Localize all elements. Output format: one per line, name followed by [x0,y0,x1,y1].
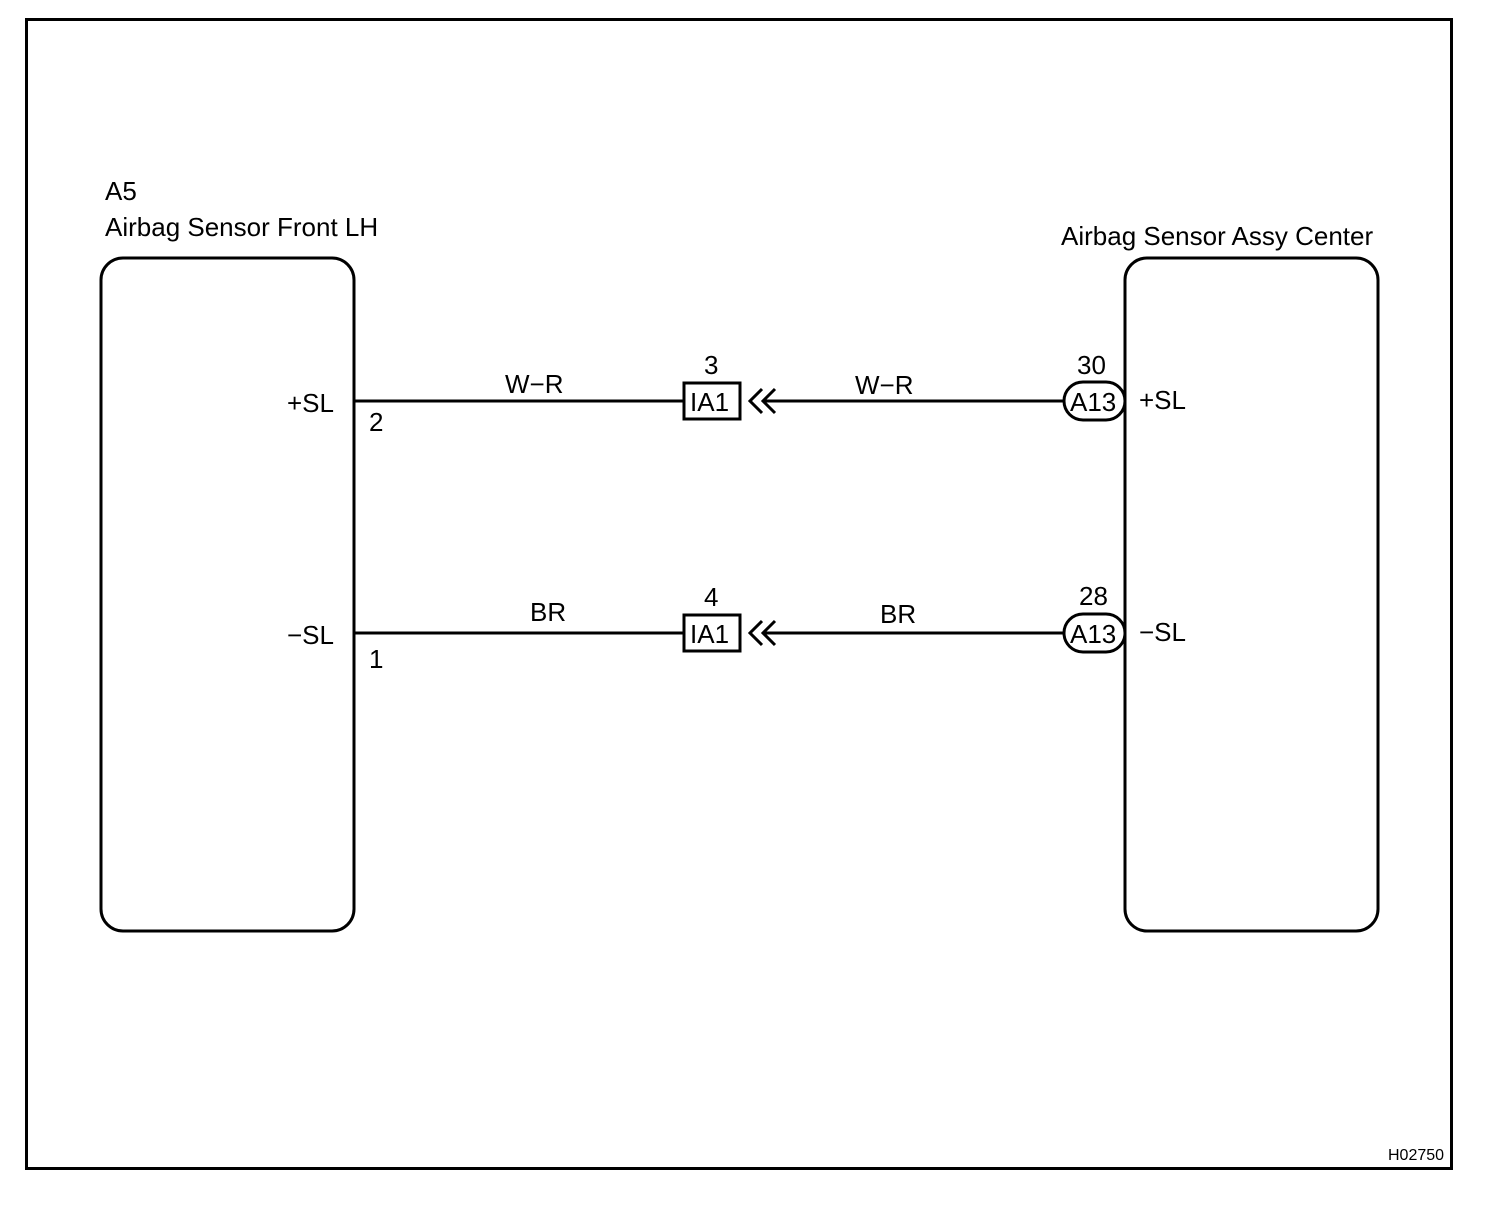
right-component-box [1123,256,1380,933]
chevron-icon [760,619,777,647]
figure-code: H02750 [1388,1147,1445,1164]
wire-color-right-1: W−R [855,370,914,400]
right-component-name: Airbag Sensor Assy Center [1061,221,1374,251]
right-pin-number-1: 30 [1077,350,1106,380]
junction-connector-code-2: IA1 [690,619,730,649]
junction-connector-code-1: IA1 [690,387,730,417]
left-component-name: Airbag Sensor Front LH [105,212,379,242]
right-pin-label-1: +SL [1139,385,1186,415]
chevron-icon [747,387,764,415]
chevron-icon [747,619,764,647]
left-component-box [99,256,356,933]
right-pin-label-2: −SL [1139,617,1186,647]
junction-pin-number-1: 3 [704,350,719,380]
left-pin-label-1: +SL [287,388,334,418]
left-pin-number-1: 2 [369,407,384,437]
junction-connector-box-1 [682,381,742,421]
left-pin-label-2: −SL [287,620,334,650]
junction-connector-box-2 [682,613,742,653]
chevron-icon [760,387,777,415]
wire-color-right-2: BR [880,599,917,629]
diagram-frame [25,18,1453,1170]
left-component-code: A5 [105,176,137,206]
wire-color-left-2: BR [530,597,567,627]
right-pin-number-2: 28 [1079,581,1108,611]
left-pin-number-2: 1 [369,644,384,674]
right-connector-oval-1 [1062,380,1127,422]
junction-pin-number-2: 4 [704,582,719,612]
wire-color-left-1: W−R [505,369,564,399]
right-connector-code-1: A13 [1070,387,1117,417]
right-connector-oval-2 [1062,612,1127,654]
right-connector-code-2: A13 [1070,619,1117,649]
